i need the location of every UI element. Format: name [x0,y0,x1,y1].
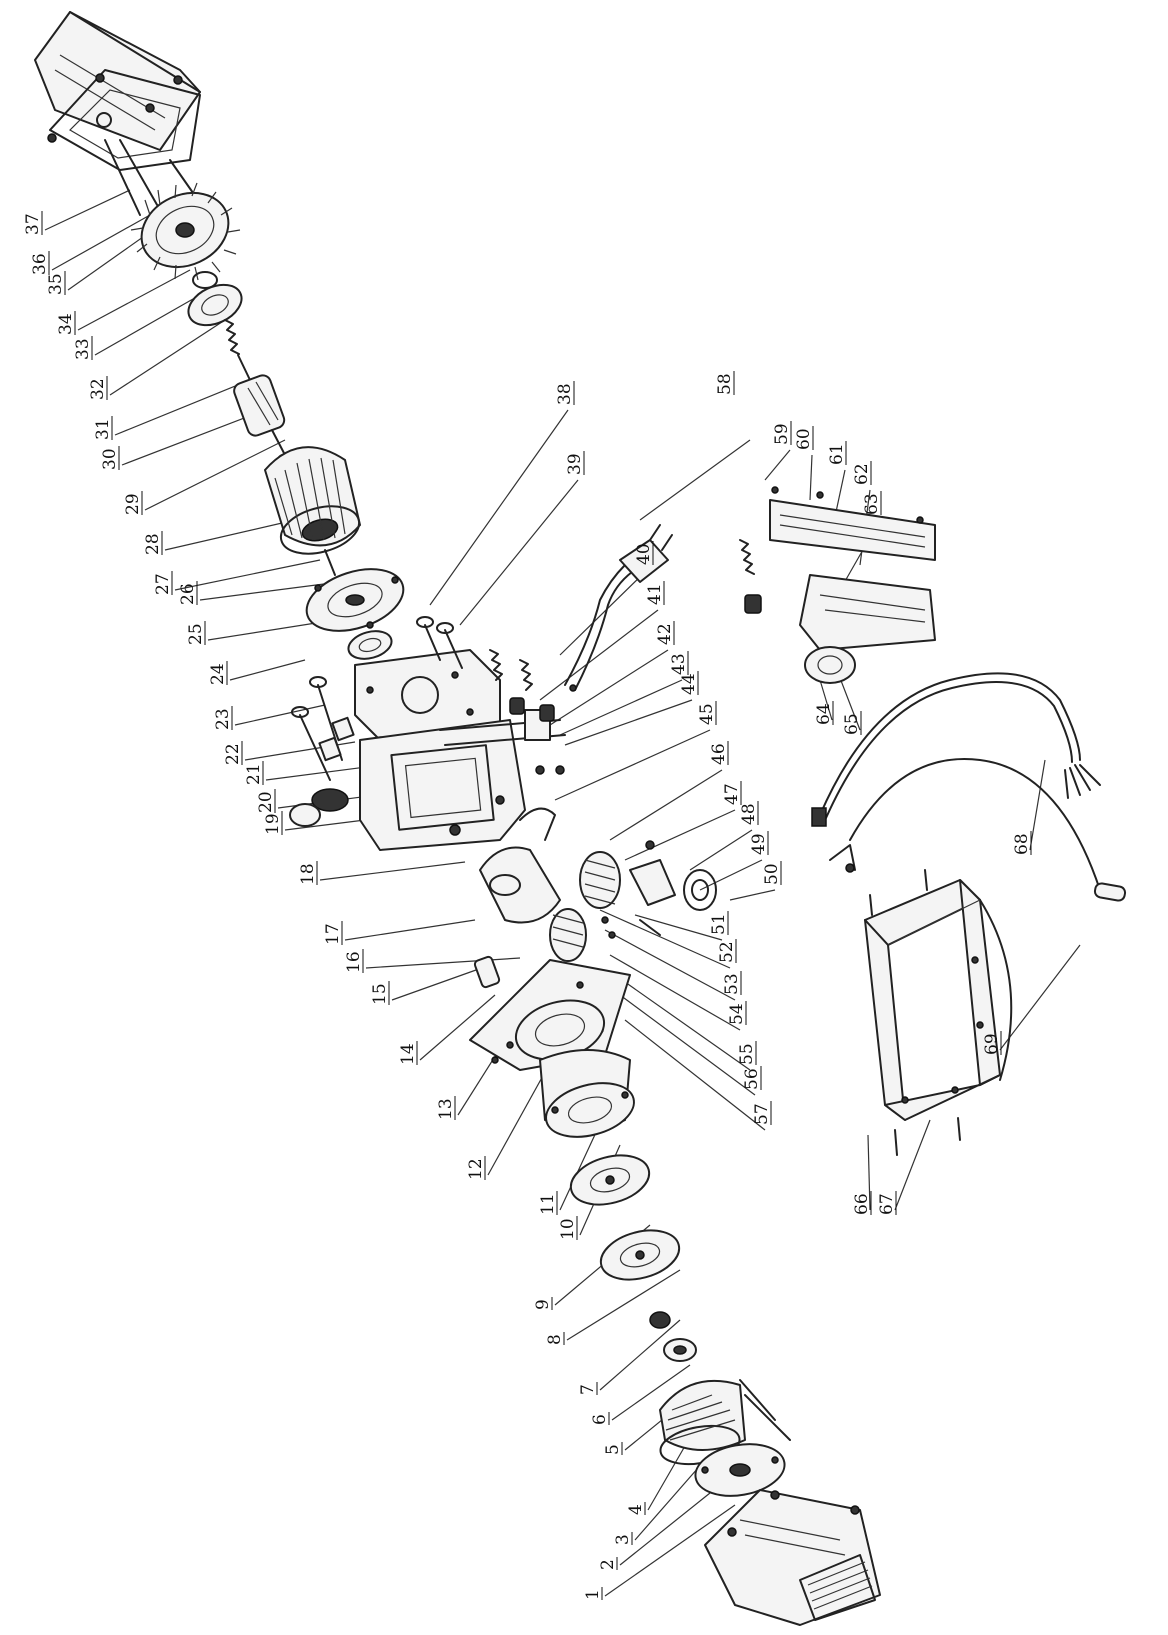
callout-45: 45 [697,703,717,725]
callout-59: 59 [772,423,792,445]
callout-24: 24 [208,663,228,685]
callout-43: 43 [669,653,689,675]
callout-18: 18 [298,863,318,885]
callout-20: 20 [256,791,276,813]
callout-51: 51 [709,913,729,935]
callout-36: 36 [30,253,50,275]
callout-60: 60 [794,428,814,450]
callout-55: 55 [737,1043,757,1065]
callout-numbers: 1234567891011121314151617181920212223242… [23,211,1032,1600]
end-plate [305,568,405,632]
leader-lines [44,189,1081,1597]
callout-57: 57 [752,1103,772,1125]
callout-35: 35 [46,273,66,295]
callout-28: 28 [143,533,163,555]
callout-63: 63 [862,493,882,515]
lower-mounting-plate [469,959,631,1071]
callout-1: 1 [583,1589,603,1600]
brake-disc-upper [569,1154,651,1206]
motor-cover-top [34,11,201,171]
callout-16: 16 [344,951,364,973]
callout-31: 31 [93,418,113,440]
callout-22: 22 [223,743,243,765]
callout-40: 40 [634,543,654,565]
stator [264,446,361,576]
gear-cylinder [539,1049,635,1138]
callout-7: 7 [578,1384,598,1395]
callout-9: 9 [533,1299,553,1310]
gearbox-housing [289,649,566,851]
callout-5: 5 [603,1444,623,1455]
callout-46: 46 [709,743,729,765]
upright-bolts [416,616,463,669]
callout-8: 8 [545,1334,565,1345]
callout-38: 38 [555,383,575,405]
callout-67: 67 [877,1193,897,1215]
callout-41: 41 [645,583,665,605]
callout-39: 39 [565,453,585,475]
callout-47: 47 [722,783,742,805]
callout-37: 37 [23,213,43,235]
callout-2: 2 [598,1559,618,1570]
callout-6: 6 [590,1414,610,1425]
small-gear [649,1311,697,1362]
cooling-fan [130,182,241,281]
callout-69: 69 [982,1033,1002,1055]
callout-33: 33 [73,338,93,360]
limit-cable [829,758,1127,902]
callout-12: 12 [466,1158,486,1180]
callout-4: 4 [626,1504,646,1515]
callout-30: 30 [100,448,120,470]
brake-disc-lower [599,1229,681,1281]
callout-52: 52 [717,941,737,963]
callout-53: 53 [722,973,742,995]
mesh-drum [659,1379,791,1466]
callout-21: 21 [244,763,264,785]
callout-64: 64 [814,703,834,725]
callout-54: 54 [727,1003,747,1025]
callout-66: 66 [852,1193,872,1215]
callout-25: 25 [186,623,206,645]
end-cap [694,1443,786,1497]
callout-42: 42 [655,623,675,645]
mounting-bracket [864,869,1013,1156]
callout-14: 14 [398,1043,418,1065]
callout-34: 34 [56,313,76,335]
callout-62: 62 [852,463,872,485]
pin [473,955,501,989]
ring-bearing-upper [187,271,243,327]
callout-50: 50 [762,863,782,885]
callout-49: 49 [749,833,769,855]
callout-27: 27 [153,573,173,595]
gear-mechanism [479,807,717,962]
callout-68: 68 [1012,833,1032,855]
callout-61: 61 [827,443,847,465]
shaft-spring [224,319,251,381]
long-bolts [291,676,355,781]
callout-32: 32 [88,378,108,400]
callout-23: 23 [213,708,233,730]
callout-56: 56 [742,1068,762,1090]
brush-holders [489,649,565,775]
callout-15: 15 [370,983,390,1005]
callout-10: 10 [558,1218,578,1240]
callout-58: 58 [715,373,735,395]
power-plug [564,524,673,692]
callout-13: 13 [436,1098,456,1120]
control-box [739,486,936,684]
bearing-ring [347,630,393,660]
motor-cover-bottom [704,1489,881,1626]
callout-29: 29 [123,493,143,515]
callout-3: 3 [613,1534,633,1545]
callout-48: 48 [739,803,759,825]
control-cable [811,672,1101,827]
callout-26: 26 [178,583,198,605]
callout-65: 65 [842,713,862,735]
callout-44: 44 [679,673,699,695]
callout-17: 17 [323,923,343,945]
callout-11: 11 [538,1193,558,1215]
callout-19: 19 [263,813,283,835]
